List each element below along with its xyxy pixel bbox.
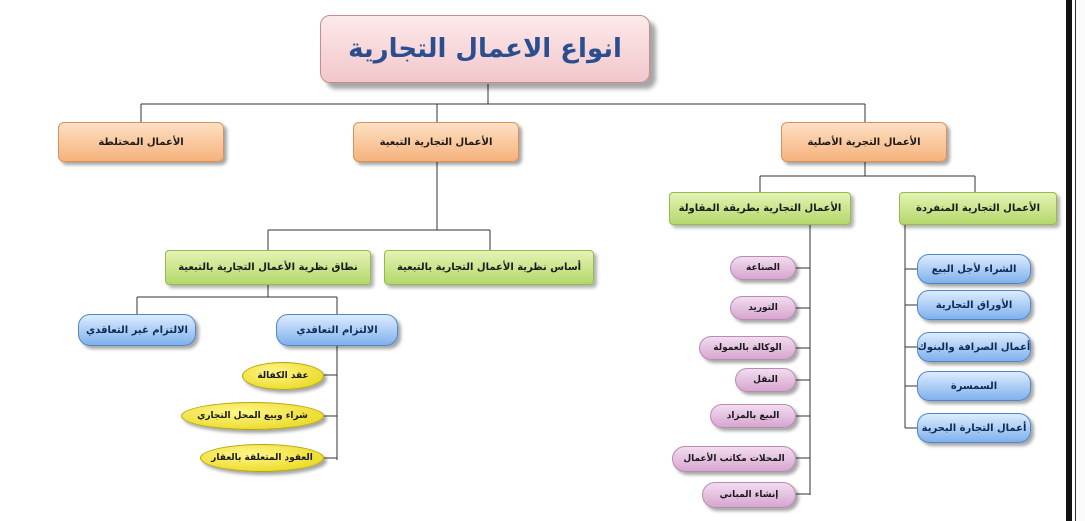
contractual-item: العقود المتعلقة بالعقار (200, 444, 324, 472)
individual-item: الشراء لأجل البيع (917, 254, 1031, 284)
node-original-business: الأعمال التجرية الأصلية (781, 122, 947, 162)
contractual-item: شراء وبيع المحل التجاري (181, 402, 324, 430)
page-title: انواع الاعمال التجارية (320, 15, 650, 83)
connector-lines (136, 84, 976, 495)
individual-item: السمسرة (917, 371, 1031, 401)
contracting-item: النقل (735, 368, 796, 392)
individual-item: أعمال الصرافة والبنوك (917, 332, 1031, 362)
node-accessory-basis: أساس نظرية الأعمال التجارية بالتبعية (384, 250, 594, 285)
contracting-item: إنشاء المباني (702, 482, 796, 508)
node-contracting-business: الأعمال التجارية بطريقة المقاولة (669, 192, 851, 225)
scrollbar[interactable] (1075, 0, 1085, 521)
node-accessory-scope: نطاق نظرية الأعمال التجارية بالتبعية (165, 250, 371, 285)
individual-item: الأوراق التجارية (917, 290, 1031, 320)
individual-item: أعمال التجارة البحرية (917, 413, 1031, 443)
contracting-item: البيع بالمزاد (710, 404, 796, 428)
contracting-item: التوريد (730, 296, 796, 320)
node-contractual-obligation: الالتزام التعاقدي (276, 314, 398, 346)
node-accessory-business: الأعمال التجارية التبعية (353, 122, 519, 162)
node-mixed-business: الأعمال المختلطة (58, 122, 224, 162)
contractual-item: عقد الكفالة (242, 362, 324, 390)
window-edge (1066, 0, 1072, 521)
contracting-item: المحلات مكاتب الأعمال (672, 446, 796, 472)
node-individual-business: الأعمال التجارية المنفردة (899, 192, 1057, 225)
contracting-item: الصناعة (730, 256, 796, 280)
contracting-item: الوكالة بالعمولة (699, 336, 796, 360)
node-non-contractual-obligation: الالتزام غير التعاقدي (78, 314, 196, 346)
